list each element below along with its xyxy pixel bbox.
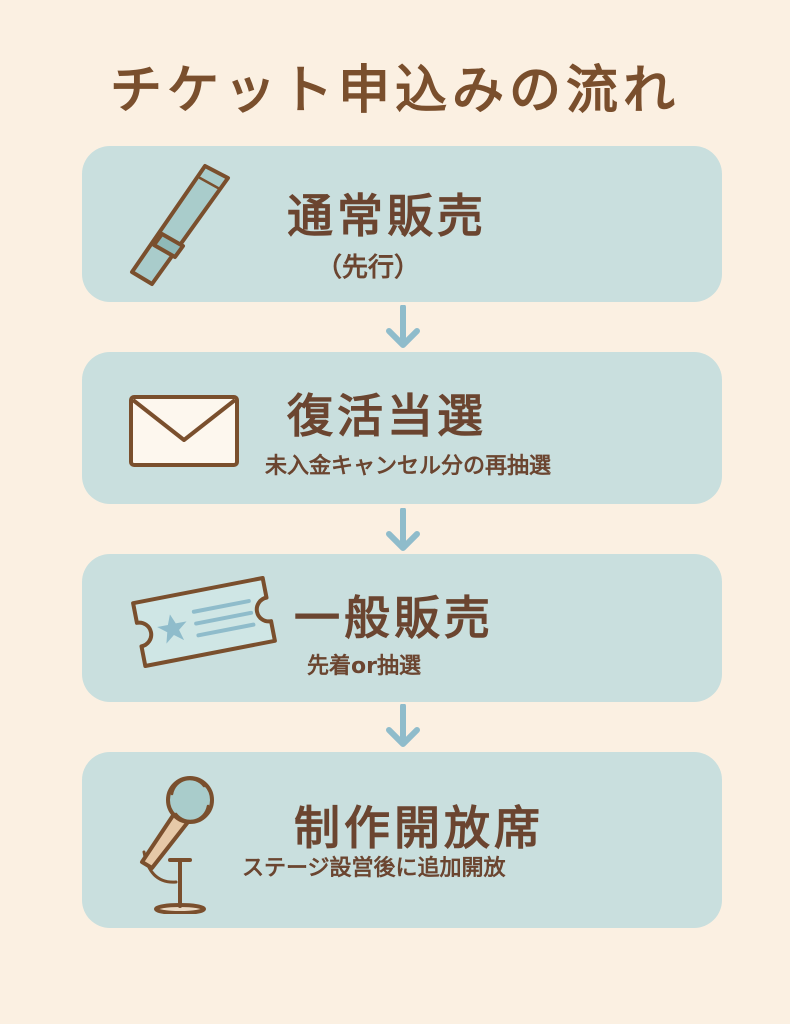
pen-icon <box>130 164 230 286</box>
page-title: チケット申込みの流れ <box>109 61 680 121</box>
step-subtitle: 先着or抽選 <box>307 654 421 679</box>
step-subtitle: （先行） <box>316 253 421 283</box>
down-arrow-icon <box>386 508 420 551</box>
down-arrow-icon <box>386 704 420 747</box>
down-arrow-icon <box>386 305 420 348</box>
envelope-icon <box>129 395 239 467</box>
step-card-production-seats: 制作開放席 ステージ設営後に追加開放 <box>82 752 722 928</box>
step-title: 制作開放席 <box>294 801 544 855</box>
step-title: 一般販売 <box>294 591 494 645</box>
ticket-icon <box>131 575 277 669</box>
step-card-general-sale: 一般販売 先着or抽選 <box>82 554 722 702</box>
step-card-normal-sale: 通常販売 （先行） <box>82 146 722 302</box>
step-title: 通常販売 <box>287 189 487 243</box>
step-card-revival-lottery: 復活当選 未入金キャンセル分の再抽選 <box>82 352 722 504</box>
microphone-icon <box>140 776 214 914</box>
step-subtitle: ステージ設営後に追加開放 <box>242 856 506 881</box>
step-subtitle: 未入金キャンセル分の再抽選 <box>265 454 552 479</box>
step-title: 復活当選 <box>287 389 487 443</box>
